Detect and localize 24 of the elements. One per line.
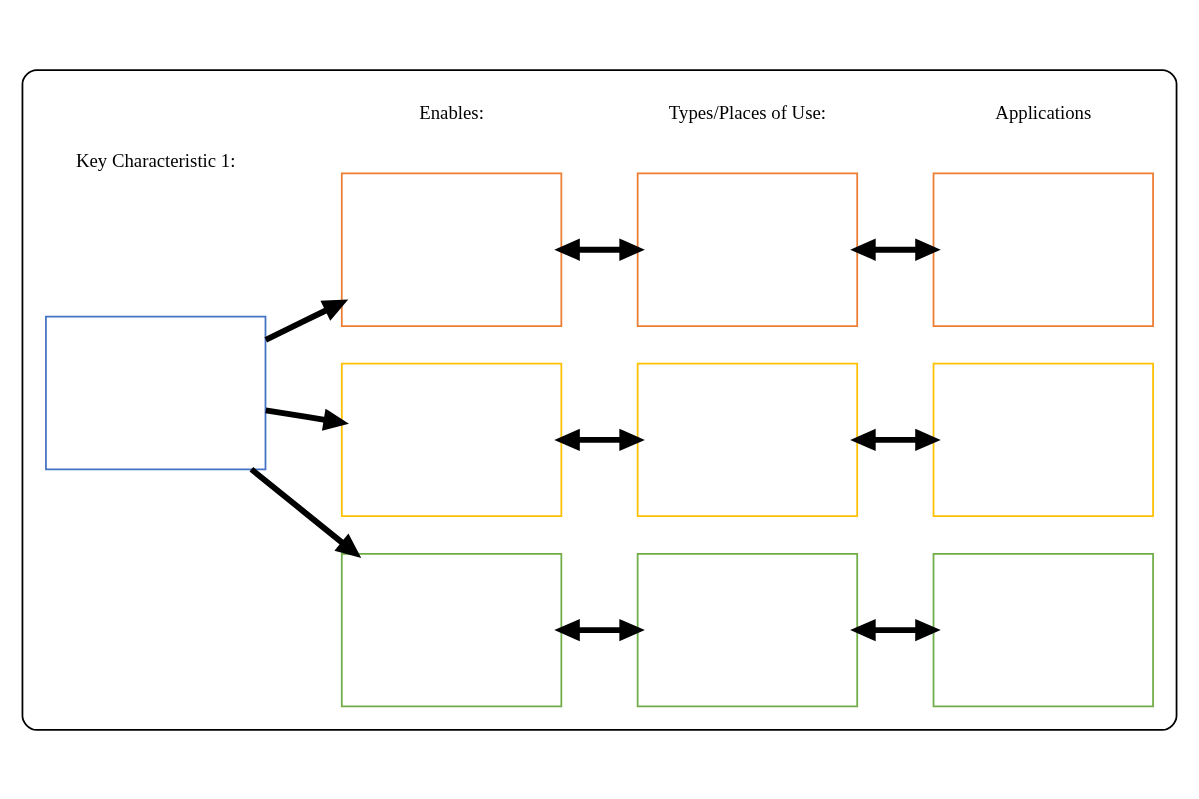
node-box <box>636 362 859 517</box>
arrow <box>850 428 941 451</box>
label: Key Characteristic 1: <box>75 149 236 171</box>
label: Applications <box>995 101 1092 123</box>
arrow <box>554 618 645 641</box>
label: Types/Places of Use: <box>668 101 826 123</box>
arrow <box>554 238 645 261</box>
node-box <box>932 362 1154 517</box>
node-box <box>636 172 859 327</box>
node-box <box>340 552 563 707</box>
node-box <box>340 172 563 327</box>
node-box <box>932 552 1154 707</box>
arrow <box>554 428 645 451</box>
cluster <box>21 68 1178 731</box>
arrow <box>850 618 941 641</box>
node-box <box>340 362 563 517</box>
node-box <box>636 552 859 707</box>
node-box <box>45 315 267 470</box>
arrow <box>264 299 349 342</box>
arrow <box>249 466 362 558</box>
arrow <box>850 238 941 261</box>
node-box <box>932 172 1154 327</box>
label: Enables: <box>419 101 484 123</box>
arrow <box>265 407 349 431</box>
